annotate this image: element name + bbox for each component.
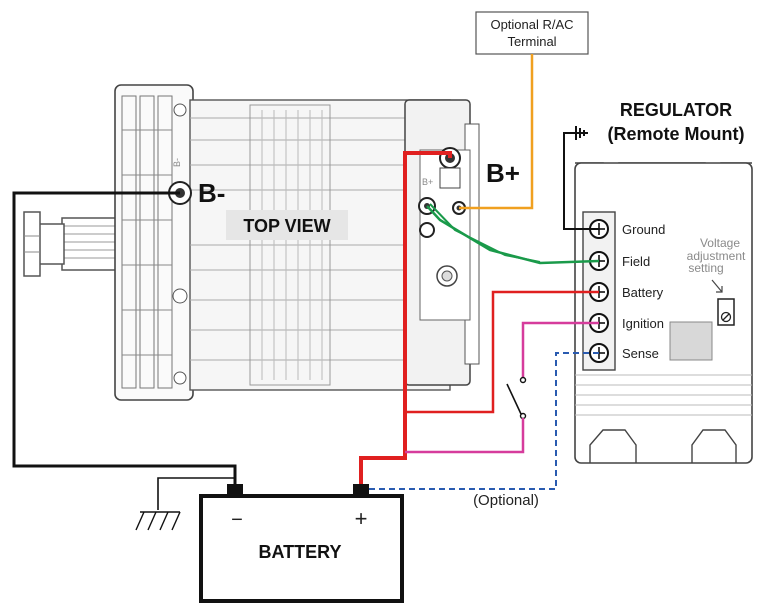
- wire-rac: [459, 54, 534, 210]
- alternator-shaft: [23, 211, 118, 277]
- top-view-plate: [226, 210, 348, 240]
- optional-rac-terminal-box: Optional R/AC Terminal: [475, 11, 589, 55]
- wire-ignition-lower: [405, 418, 525, 454]
- terminal-sense: Sense: [589, 343, 659, 363]
- terminal-label-ignition: Ignition: [622, 316, 664, 331]
- adjustment-screw-icon[interactable]: [717, 298, 735, 326]
- voltage-adjust-line2: adjustment: [687, 249, 746, 263]
- alt-b-minus-small-label: B-: [172, 158, 182, 167]
- terminal-label-battery: Battery: [622, 285, 664, 300]
- battery-negative-post: [227, 484, 243, 496]
- wire-b-plus-main: [359, 151, 452, 492]
- wire-battery-ground: [157, 477, 235, 510]
- switch-icon[interactable]: [506, 376, 527, 420]
- battery-plus-sign: +: [355, 506, 368, 531]
- terminal-label-sense: Sense: [622, 346, 659, 361]
- wire-sense-optional: [361, 352, 599, 490]
- rac-label-line2: Terminal: [507, 34, 556, 49]
- regulator-title: REGULATOR: [620, 100, 732, 120]
- terminal-label-field: Field: [622, 254, 650, 269]
- terminal-label-ground: Ground: [622, 222, 665, 237]
- alternator-front-housing: B-: [114, 84, 194, 401]
- wire-b-minus: [12, 191, 237, 492]
- alternator: B- B+: [23, 84, 520, 401]
- regulator-subtitle: (Remote Mount): [608, 124, 745, 144]
- wire-regulator-battery: [405, 290, 599, 414]
- wire-ignition-upper: [521, 321, 599, 378]
- regulator-module-block: [669, 321, 713, 361]
- wire-regulator-ground: [563, 132, 599, 230]
- voltage-adjust-line3: setting: [688, 261, 723, 275]
- ground-icon: [135, 511, 181, 531]
- battery-label: BATTERY: [259, 542, 342, 562]
- alt-b-plus-small-label: B+: [422, 177, 433, 187]
- wire-field-2: [429, 203, 541, 263]
- voltage-adjust-line1: Voltage: [700, 236, 740, 250]
- alternator-rear-housing: B+: [404, 99, 480, 386]
- wire-field: [426, 205, 600, 265]
- regulator: REGULATOR (Remote Mount) Ground Field: [574, 100, 753, 464]
- rac-label-line1: Optional R/AC: [490, 17, 573, 32]
- battery-positive-post: [353, 484, 369, 496]
- top-view-label: TOP VIEW: [243, 216, 330, 236]
- optional-label: (Optional): [473, 492, 539, 509]
- battery: − + BATTERY: [199, 484, 404, 603]
- ground-icon: [575, 126, 588, 140]
- wiring: (Optional): [12, 54, 600, 531]
- regulator-case: [574, 162, 753, 464]
- b-plus-label: B+: [486, 158, 520, 188]
- terminal-battery: Battery: [589, 282, 664, 302]
- b-minus-label: B-: [198, 178, 225, 208]
- terminal-ground: Ground: [589, 219, 665, 239]
- battery-minus-sign: −: [231, 509, 243, 531]
- terminal-ignition: Ignition: [589, 313, 664, 333]
